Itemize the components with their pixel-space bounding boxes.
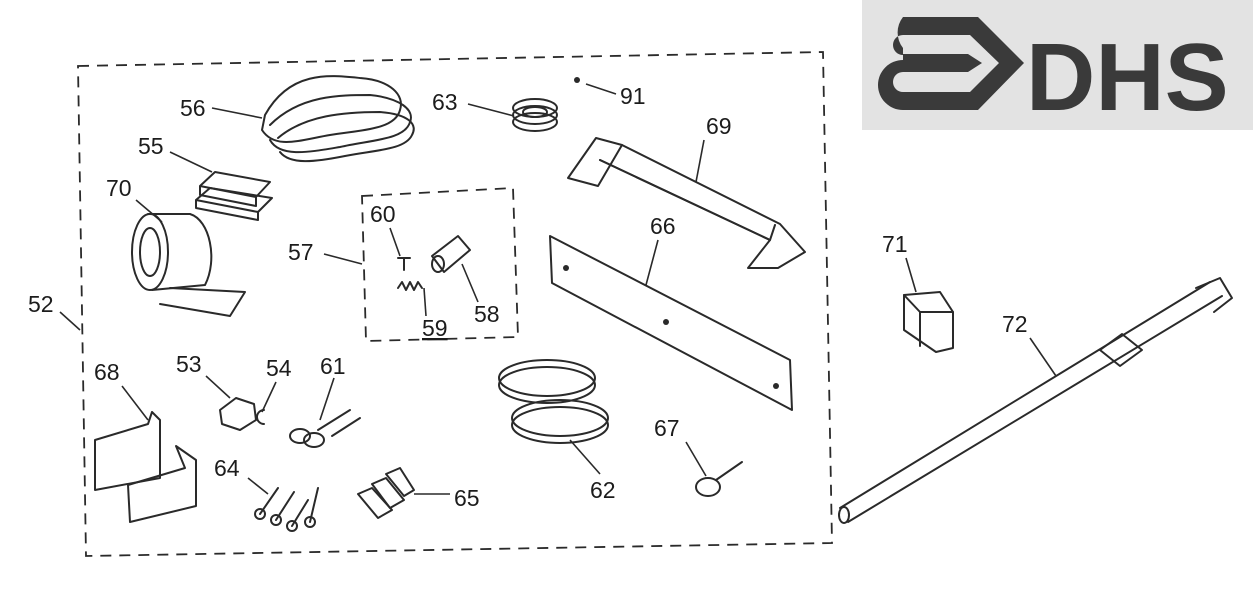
part-69-bracket [567, 137, 806, 269]
label-54: 54 [266, 355, 292, 381]
part-64-screws [254, 487, 319, 532]
callout-labels: 52 53 54 55 56 57 58 59 60 61 62 63 64 6… [28, 83, 1028, 511]
label-52: 52 [28, 291, 54, 317]
part-62-clamps [498, 359, 609, 444]
label-69: 69 [706, 113, 732, 139]
part-59-spring [397, 281, 423, 291]
label-68: 68 [94, 359, 120, 385]
label-72: 72 [1002, 311, 1028, 337]
part-71-block [903, 291, 954, 353]
label-56: 56 [180, 95, 206, 121]
part-70-tape-roll [131, 213, 246, 317]
label-63: 63 [432, 89, 458, 115]
label-61: 61 [320, 353, 346, 379]
label-57: 57 [288, 239, 314, 265]
part-68-brackets [94, 411, 197, 523]
label-64: 64 [214, 455, 240, 481]
part-54-ring [256, 409, 265, 425]
part-60-screw [397, 257, 411, 271]
part-67-screw [695, 461, 743, 497]
kit-boundary [77, 51, 833, 557]
label-60: 60 [370, 201, 396, 227]
part-58-coupling [431, 235, 471, 273]
label-65: 65 [454, 485, 480, 511]
part-61-screws [289, 409, 361, 448]
label-59: 59 [422, 315, 448, 341]
label-58: 58 [474, 301, 500, 327]
part-56-straps [261, 75, 415, 163]
part-91-screw [574, 77, 580, 83]
label-70: 70 [106, 175, 132, 201]
logo-arrow-mark [878, 17, 1024, 110]
leader-lines [59, 83, 1057, 495]
label-55: 55 [138, 133, 164, 159]
part-72-rod [838, 277, 1233, 524]
label-66: 66 [650, 213, 676, 239]
subkit-boundary [361, 187, 519, 342]
label-62: 62 [590, 477, 616, 503]
label-67: 67 [654, 415, 680, 441]
part-53-nut [219, 397, 257, 431]
part-65-anchors [357, 467, 415, 519]
label-53: 53 [176, 351, 202, 377]
part-55-pads [195, 171, 273, 221]
part-66-plate [549, 235, 793, 411]
dhs-logo: DHS [862, 0, 1253, 131]
label-71: 71 [882, 231, 908, 257]
part-63-coil [512, 98, 558, 132]
logo-text: DHS [1026, 24, 1229, 131]
label-91: 91 [620, 83, 646, 109]
